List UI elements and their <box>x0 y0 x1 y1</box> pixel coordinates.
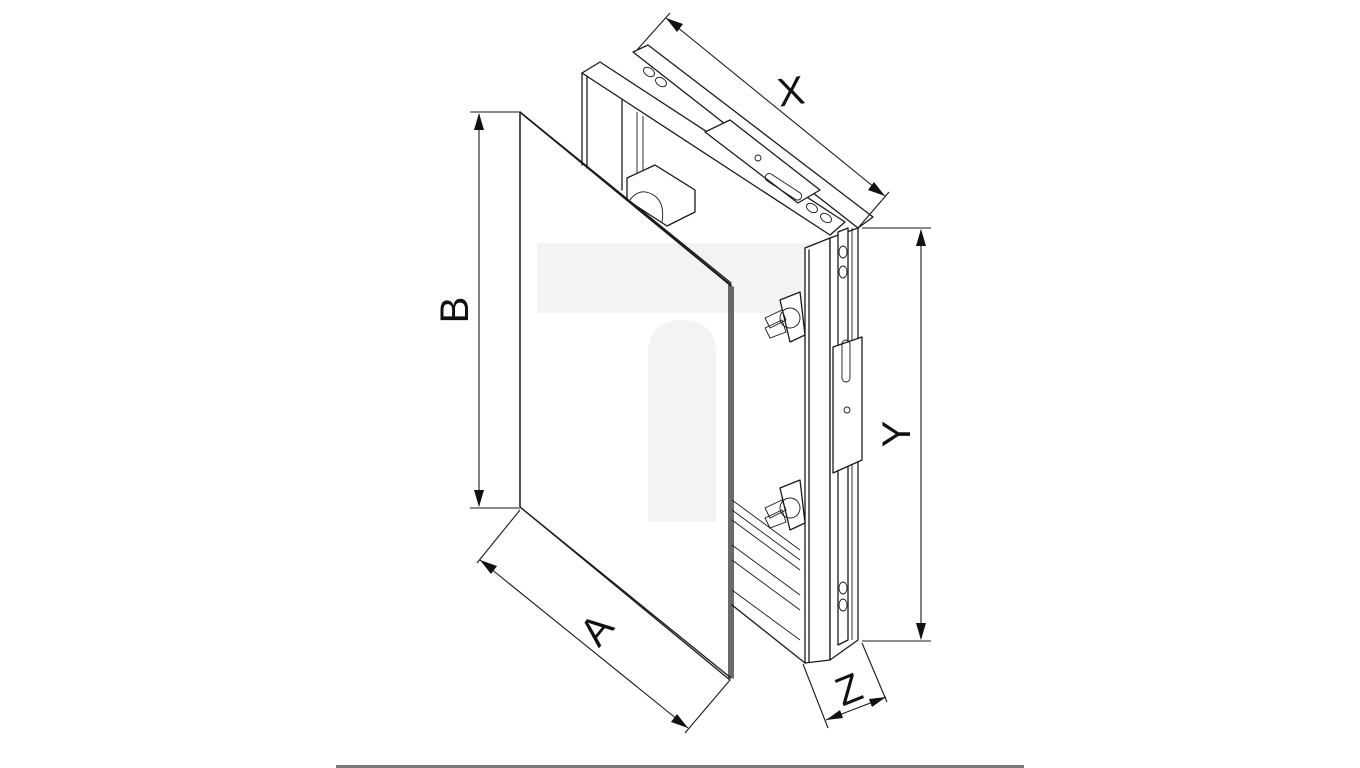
label-x: X <box>775 68 808 115</box>
dimension-y <box>862 227 931 642</box>
door-panel <box>519 111 734 681</box>
frame-assembly <box>581 44 874 664</box>
push-latch-upper <box>764 291 806 343</box>
push-latch-lower <box>764 479 806 531</box>
frame-bottom-rails <box>731 499 806 664</box>
flange-holes-right <box>838 245 848 612</box>
bottom-rule <box>336 765 1024 768</box>
label-a: A <box>572 606 623 655</box>
label-z: Z <box>829 665 868 715</box>
hinge-block <box>626 164 696 227</box>
dimension-b <box>470 111 520 509</box>
dimension-x <box>636 12 890 229</box>
side-mounting-clip <box>832 336 863 474</box>
label-y: Y <box>875 421 919 448</box>
dimension-a <box>476 509 731 734</box>
label-b: B <box>433 297 477 324</box>
dimension-z <box>802 642 888 729</box>
top-mounting-clip <box>704 119 821 204</box>
flange-holes-top <box>643 66 832 224</box>
watermark-t-logo <box>537 243 825 522</box>
